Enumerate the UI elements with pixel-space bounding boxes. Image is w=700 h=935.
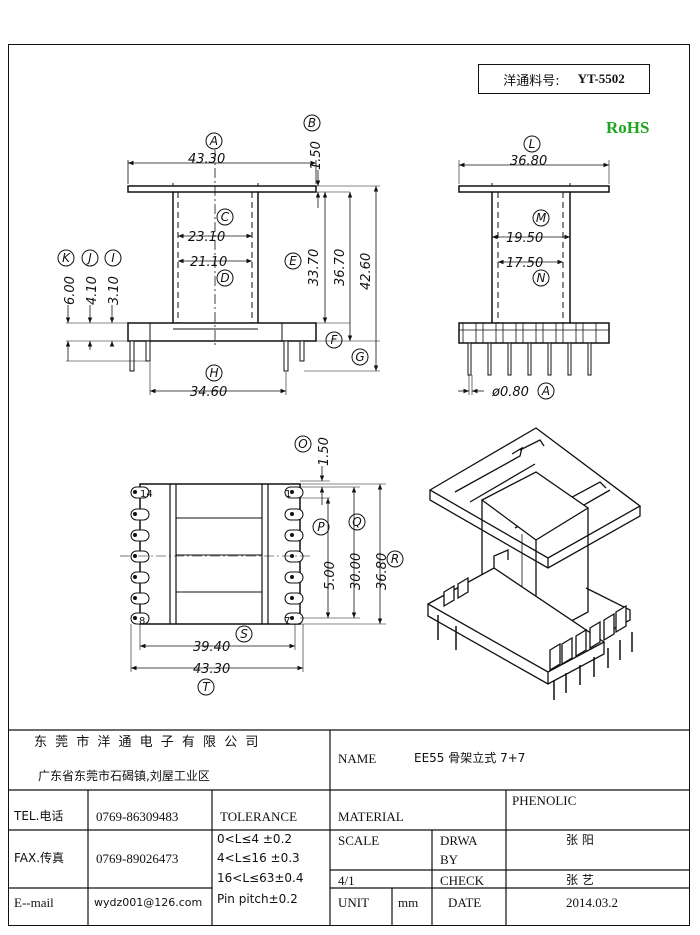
marker-H: H [209,366,218,380]
dim-R: 36.80 [375,553,390,590]
unit-label: UNIT [338,895,370,910]
marker-C: C [221,210,230,224]
scale-value: 4/1 [338,873,355,888]
marker-J: J [86,251,92,265]
pin-label-14: 14 [140,489,153,500]
marker-M: M [536,211,547,225]
dim-S: 39.40 [193,640,230,655]
email-label: E--mail [14,895,54,910]
side-view [458,160,610,395]
tel-label: TEL.电话 [14,809,64,823]
dim-T: 43.30 [193,662,230,677]
marker-B: B [308,116,316,130]
dimension-labels: 43.30 23.10 21.10 34.60 1.50 33.70 36.70… [57,114,555,696]
dim-D: 21.10 [190,255,227,270]
dim-I: 3.10 [107,276,122,305]
pin-label-7: 7 [284,616,290,627]
marker-A-pin: A [541,384,550,398]
email-value: wydz001@126.com [94,896,203,909]
dim-M: 19.50 [506,231,543,246]
company-name: 东 莞 市 洋 通 电 子 有 限 公 司 [34,735,261,750]
tolerance-row-1: 0<L≤4 ±0.2 [217,832,293,846]
date-value: 2014.03.2 [566,895,618,910]
marker-F: F [331,333,339,347]
dim-L: 36.80 [510,154,547,169]
tolerance-row-2: 4<L≤16 ±0.3 [217,851,300,865]
drawn-by-label-1: DRWA [440,833,478,848]
scale-label: SCALE [338,833,380,848]
marker-L: L [529,137,536,151]
marker-P: P [317,520,325,534]
marker-D: D [220,271,229,285]
marker-Q: Q [352,515,361,529]
part-number-label: 洋通料号: [503,73,560,89]
marker-I: I [111,251,115,265]
dim-P: 5.00 [323,561,338,590]
isometric-view [426,427,642,700]
marker-N: N [537,271,546,285]
marker-A: A [209,134,218,148]
dim-J: 4.10 [85,276,100,305]
dim-K: 6.00 [63,276,78,305]
dim-B: 1.50 [309,141,324,170]
marker-T: T [202,680,211,694]
tolerance-row-4: Pin pitch±0.2 [217,892,298,906]
front-view [65,150,380,395]
name-value: EE55 骨架立式 7+7 [414,751,526,765]
part-number-value: YT-5502 [577,71,625,86]
material-value: PHENOLIC [512,793,577,808]
tolerance-label: TOLERANCE [220,809,298,824]
drawn-by-label-2: BY [440,852,459,867]
marker-R: R [391,552,399,566]
technical-drawing [65,150,642,700]
dim-pin: ø0.80 [491,385,529,400]
dim-H: 34.60 [190,385,227,400]
fax-value: 0769-89026473 [96,851,179,866]
dim-v2: 42.60 [359,253,374,290]
date-label: DATE [448,895,482,910]
marker-E: E [289,254,297,268]
check-value: 张 艺 [566,873,594,887]
marker-O: O [298,437,307,451]
dim-C: 23.10 [188,230,225,245]
bottom-view [120,466,386,672]
tel-value: 0769-86309483 [96,809,179,824]
name-label: NAME [338,751,377,766]
pin-label-8: 8 [139,616,145,627]
dim-v1: 36.70 [333,249,348,286]
pin-label-1: 1 [285,489,291,500]
rohs-mark: RoHS [606,118,650,137]
marker-G: G [355,350,364,364]
dim-Q: 30.00 [349,553,364,590]
tolerance-row-3: 16<L≤63±0.4 [217,871,304,885]
fax-label: FAX.传真 [14,851,65,865]
drawing-sheet-border [8,44,690,926]
dim-A: 43.30 [188,152,225,167]
drawn-by-value: 张 阳 [566,833,594,847]
dim-O: 1.50 [317,437,332,466]
material-label: MATERIAL [338,809,404,824]
dim-E: 33.70 [307,249,322,286]
marker-K: K [62,251,71,265]
company-address: 广东省东莞市石碣镇,刘屋工业区 [38,769,210,783]
unit-value: mm [398,895,419,910]
dim-N: 17.50 [506,256,543,271]
check-label: CHECK [440,873,485,888]
part-number-box: 洋通料号: YT-5502 [478,64,650,94]
marker-S: S [240,627,248,641]
